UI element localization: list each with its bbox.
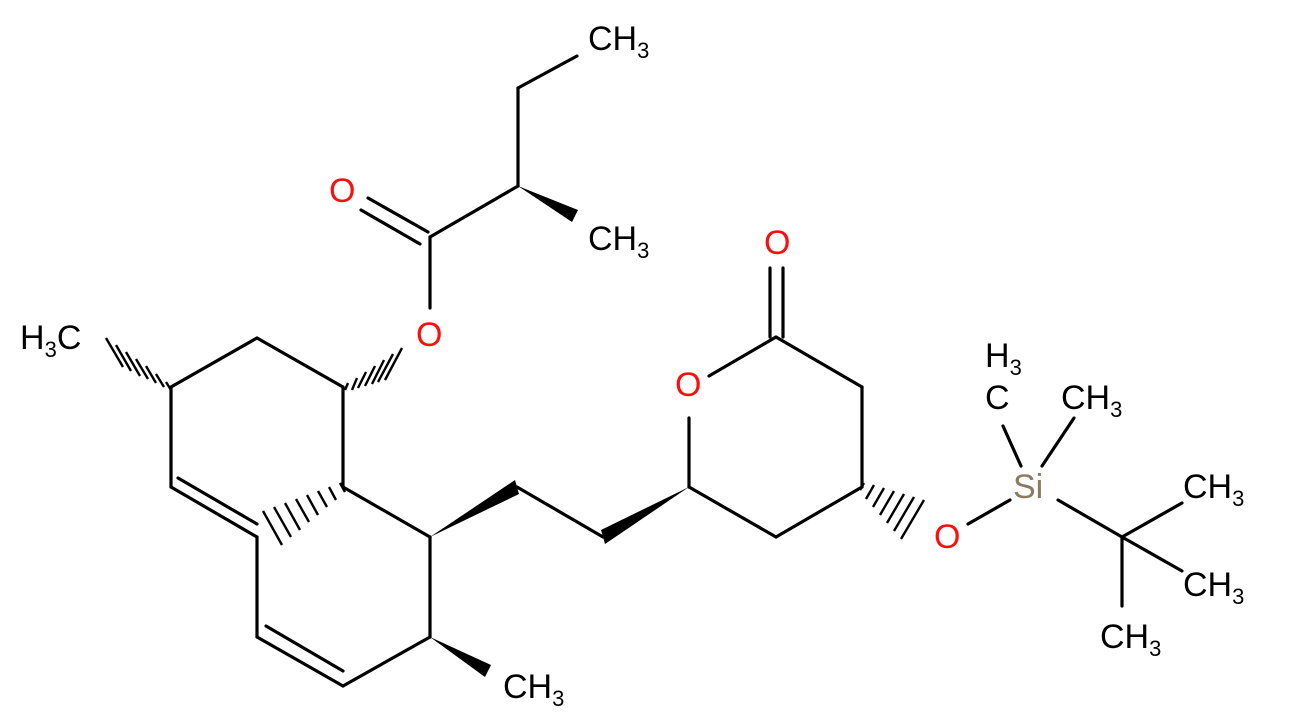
label-si-ch3-right: CH3 [1061, 379, 1122, 422]
label-si-ch3-top-c: C [985, 379, 1010, 417]
wedge-ring-linker [430, 480, 519, 537]
bond-ring-a4-double-2 [176, 476, 259, 526]
bond-ring-b2-double-2 [264, 624, 345, 673]
label-tbu-ch3-1: CH3 [1183, 468, 1244, 511]
label-ch3-bottom: CH3 [503, 668, 564, 711]
hash-ester-o [343, 347, 404, 391]
bond-tbu-me-2 [1120, 535, 1184, 573]
wedge-alpha-methyl [518, 186, 578, 222]
bond-carbonyl-double-1 [366, 196, 430, 234]
bond-ring-b3 [341, 635, 432, 688]
atom-label-layer: CH3 O CH3 O H3C CH3 O O O Si H3 C CH3 CH… [20, 20, 1244, 711]
hash-ring-methyl [104, 337, 173, 391]
bond-o-si [966, 498, 1012, 526]
bond-si-tbu [1056, 498, 1124, 539]
hash-o-silyl [858, 482, 926, 540]
bond-ring-a1 [255, 336, 345, 389]
bond-ring-a4-double-1 [169, 485, 259, 539]
bond-layer [169, 54, 1184, 688]
bond-si-me-top [1001, 424, 1023, 468]
label-o-silyl: O [934, 518, 960, 556]
label-o-lactone: O [764, 224, 790, 262]
hash-layer [104, 337, 926, 546]
bond-lactone-3 [774, 335, 864, 389]
label-ch3-ethyl: CH3 [588, 20, 649, 63]
bond-lactone-5 [774, 485, 864, 539]
wedge-layer [430, 186, 689, 677]
bond-lactone-6 [687, 485, 778, 539]
wedge-lactone-linker [601, 487, 689, 544]
bond-si-me-right [1040, 416, 1076, 468]
bond-ring-a2 [169, 336, 259, 389]
bond-linker-1 [515, 485, 605, 539]
bond-lactone-2 [707, 335, 778, 378]
bond-carbonyl-double-2 [359, 208, 422, 246]
label-h3c-ring: H3C [20, 319, 81, 362]
bond-ethyl-ch3 [516, 54, 579, 90]
wedge-bottom-methyl [430, 637, 491, 677]
bond-tbu-me-1 [1120, 501, 1184, 539]
hash-ring-junction [261, 482, 347, 546]
bond-alpha-carbonyl [428, 184, 520, 239]
label-o-ring: O [675, 366, 701, 404]
label-tbu-ch3-3: CH3 [1100, 618, 1161, 661]
label-si: Si [1013, 468, 1043, 506]
label-tbu-ch3-2: CH3 [1183, 566, 1244, 609]
label-si-ch3-top-h3: H3 [985, 337, 1022, 380]
bond-ring-b2-double-1 [255, 635, 345, 688]
label-ch3-alpha: CH3 [588, 220, 649, 263]
label-o-ester: O [416, 316, 442, 354]
bond-ring-b5 [341, 485, 432, 539]
label-o-carbonyl-ester: O [329, 172, 355, 210]
